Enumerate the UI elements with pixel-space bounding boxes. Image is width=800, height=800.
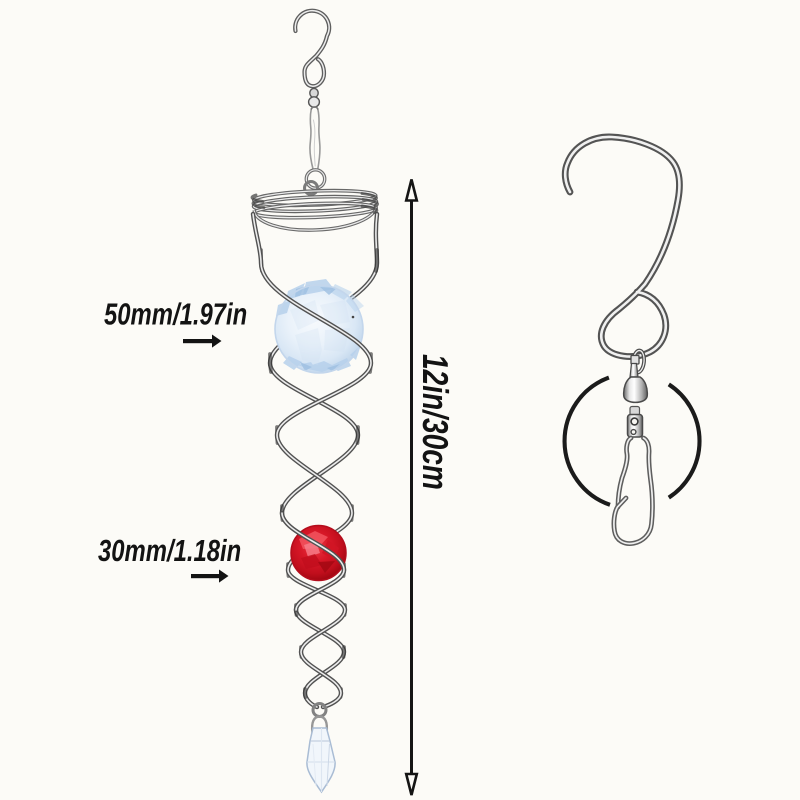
svg-text:50mm/1.97in: 50mm/1.97in xyxy=(104,298,247,332)
svg-text:12in/30cm: 12in/30cm xyxy=(415,354,456,490)
svg-text:30mm/1.18in: 30mm/1.18in xyxy=(98,534,241,568)
